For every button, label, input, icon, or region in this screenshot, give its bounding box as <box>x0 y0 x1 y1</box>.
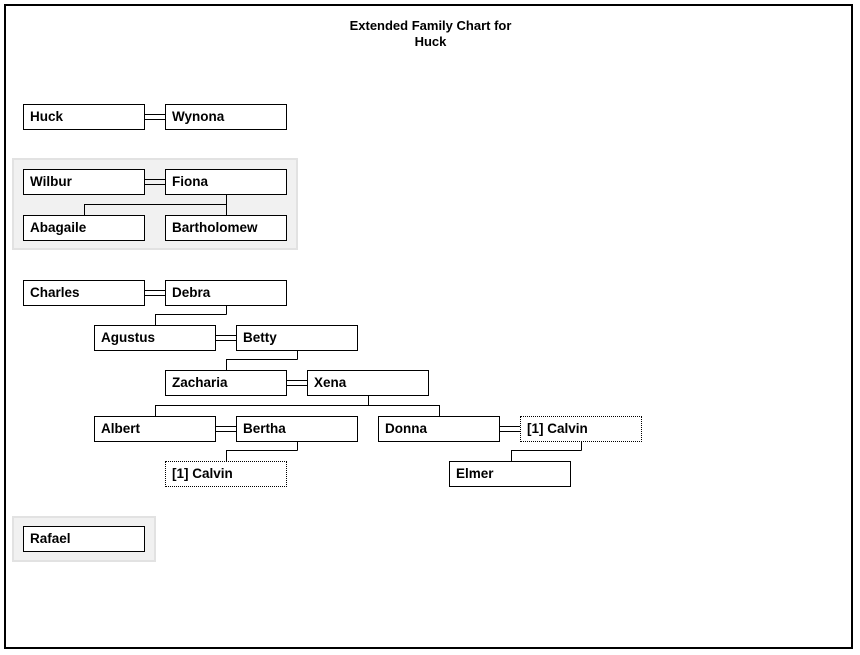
person-box-bartholomew[interactable]: Bartholomew <box>165 215 287 241</box>
person-box-wilbur[interactable]: Wilbur <box>23 169 145 195</box>
person-box-donna[interactable]: Donna <box>378 416 500 442</box>
person-box-rafael[interactable]: Rafael <box>23 526 145 552</box>
descent-xena-children <box>155 395 440 417</box>
descent-bertha-calvin <box>226 441 298 462</box>
person-box-fiona[interactable]: Fiona <box>165 169 287 195</box>
couple-link-charles-debra <box>144 290 166 296</box>
chart-title-line-2: Huck <box>414 34 447 49</box>
couple-link-huck-wynona <box>144 114 166 120</box>
descent-wilbur-fiona-children <box>84 194 227 216</box>
person-box-charles[interactable]: Charles <box>23 280 145 306</box>
couple-link-wilbur-fiona <box>144 179 166 185</box>
descent-calvin-elmer <box>511 441 582 462</box>
person-box-calvin-ref[interactable]: [1] Calvin <box>520 416 642 442</box>
person-box-zacharia[interactable]: Zacharia <box>165 370 287 396</box>
chart-title: Extended Family Chart for Huck <box>6 18 855 50</box>
person-box-elmer[interactable]: Elmer <box>449 461 571 487</box>
person-box-debra[interactable]: Debra <box>165 280 287 306</box>
person-box-wynona[interactable]: Wynona <box>165 104 287 130</box>
person-box-bertha[interactable]: Bertha <box>236 416 358 442</box>
descent-debra-agustus <box>155 305 227 326</box>
person-box-huck[interactable]: Huck <box>23 104 145 130</box>
person-box-agustus[interactable]: Agustus <box>94 325 216 351</box>
chart-frame: Extended Family Chart for Huck <box>4 4 853 649</box>
person-box-abagaile[interactable]: Abagaile <box>23 215 145 241</box>
person-box-xena[interactable]: Xena <box>307 370 429 396</box>
person-box-albert[interactable]: Albert <box>94 416 216 442</box>
person-box-betty[interactable]: Betty <box>236 325 358 351</box>
couple-link-agustus-betty <box>215 335 237 341</box>
descent-betty-zacharia <box>226 350 298 371</box>
couple-link-albert-bertha <box>215 426 237 432</box>
chart-title-line-1: Extended Family Chart for <box>349 18 512 33</box>
couple-link-donna-calvin <box>500 426 521 432</box>
person-box-calvin-ref[interactable]: [1] Calvin <box>165 461 287 487</box>
couple-link-zacharia-xena <box>286 380 308 386</box>
